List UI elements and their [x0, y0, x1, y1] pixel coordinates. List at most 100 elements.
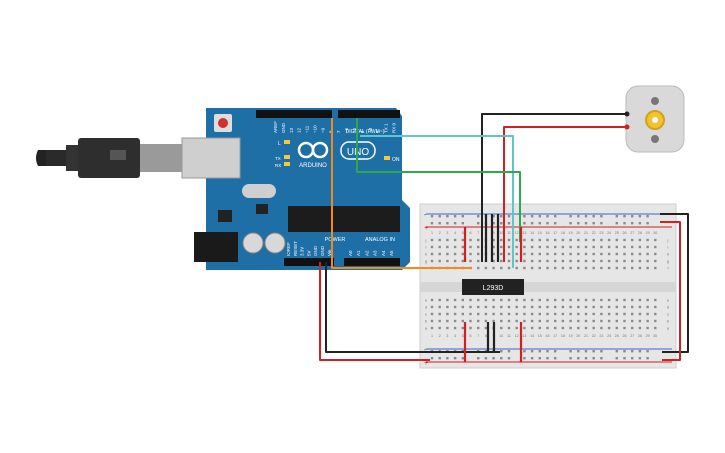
bb-rail-hole[interactable]	[600, 222, 603, 225]
bb-hole[interactable]	[461, 245, 464, 249]
bb-hole[interactable]	[584, 305, 588, 309]
bb-hole[interactable]	[577, 326, 580, 330]
bb-hole[interactable]	[546, 319, 549, 323]
bb-hole[interactable]	[477, 319, 480, 323]
bb-hole[interactable]	[584, 312, 588, 316]
bb-hole[interactable]	[623, 305, 626, 309]
bb-hole[interactable]	[438, 319, 441, 323]
bb-hole[interactable]	[646, 312, 649, 316]
bb-hole[interactable]	[577, 266, 580, 270]
bb-hole[interactable]	[638, 266, 642, 270]
bb-hole[interactable]	[554, 266, 557, 270]
bb-hole[interactable]	[577, 319, 580, 323]
bb-hole[interactable]	[546, 305, 549, 309]
bb-rail-hole[interactable]	[507, 222, 511, 225]
bb-hole[interactable]	[477, 245, 480, 249]
bb-hole[interactable]	[615, 326, 618, 330]
wire-gnd-black[interactable]	[325, 262, 500, 353]
bb-hole[interactable]	[577, 259, 580, 263]
bb-hole[interactable]	[523, 238, 526, 242]
bb-hole[interactable]	[623, 238, 626, 242]
bb-hole[interactable]	[584, 326, 588, 330]
wire-5v-red[interactable]	[319, 262, 430, 361]
bb-hole[interactable]	[600, 319, 603, 323]
bb-hole[interactable]	[600, 305, 603, 309]
bb-rail-hole[interactable]	[492, 222, 495, 225]
bb-hole[interactable]	[523, 252, 526, 256]
bb-hole[interactable]	[546, 266, 549, 270]
bb-hole[interactable]	[438, 238, 441, 242]
bb-hole[interactable]	[446, 305, 449, 309]
bb-hole[interactable]	[446, 245, 449, 249]
bb-hole[interactable]	[592, 252, 595, 256]
bb-hole[interactable]	[507, 245, 511, 249]
bb-rail-hole[interactable]	[615, 222, 618, 225]
bb-hole[interactable]	[584, 252, 588, 256]
bb-hole[interactable]	[654, 298, 657, 302]
bb-hole[interactable]	[592, 238, 595, 242]
bb-hole[interactable]	[561, 259, 565, 263]
bb-rail-hole[interactable]	[569, 350, 572, 353]
bb-hole[interactable]	[600, 259, 603, 263]
bb-hole[interactable]	[631, 266, 634, 270]
bb-hole[interactable]	[623, 298, 626, 302]
bb-hole[interactable]	[530, 252, 534, 256]
bb-hole[interactable]	[577, 252, 580, 256]
bb-hole[interactable]	[569, 326, 572, 330]
bb-hole[interactable]	[500, 266, 503, 270]
bb-rail-hole[interactable]	[623, 350, 626, 353]
bb-rail-hole[interactable]	[507, 215, 511, 218]
bb-hole[interactable]	[569, 312, 572, 316]
bb-hole[interactable]	[538, 245, 541, 249]
bb-hole[interactable]	[638, 259, 642, 263]
bb-rail-hole[interactable]	[438, 215, 441, 218]
bb-hole[interactable]	[554, 252, 557, 256]
bb-hole[interactable]	[607, 312, 611, 316]
bb-hole[interactable]	[646, 259, 649, 263]
bb-hole[interactable]	[530, 312, 534, 316]
bb-hole[interactable]	[523, 266, 526, 270]
bb-hole[interactable]	[515, 312, 518, 316]
bb-rail-hole[interactable]	[446, 357, 449, 360]
bb-hole[interactable]	[607, 238, 611, 242]
bb-hole[interactable]	[607, 245, 611, 249]
bb-hole[interactable]	[592, 298, 595, 302]
bb-hole[interactable]	[484, 326, 488, 330]
bb-hole[interactable]	[638, 312, 642, 316]
bb-hole[interactable]	[461, 238, 464, 242]
bb-rail-hole[interactable]	[592, 350, 595, 353]
bb-hole[interactable]	[461, 319, 464, 323]
bb-hole[interactable]	[507, 305, 511, 309]
bb-rail-hole[interactable]	[600, 215, 603, 218]
bb-hole[interactable]	[484, 266, 488, 270]
bb-hole[interactable]	[569, 266, 572, 270]
bb-hole[interactable]	[600, 238, 603, 242]
bb-hole[interactable]	[607, 252, 611, 256]
bb-hole[interactable]	[646, 238, 649, 242]
bb-hole[interactable]	[631, 252, 634, 256]
bb-hole[interactable]	[600, 298, 603, 302]
dc-motor[interactable]	[624, 85, 685, 153]
bb-hole[interactable]	[500, 298, 503, 302]
bb-hole[interactable]	[584, 266, 588, 270]
bb-hole[interactable]	[584, 259, 588, 263]
bb-hole[interactable]	[461, 298, 464, 302]
bb-rail-hole[interactable]	[577, 357, 580, 360]
bb-rail-hole[interactable]	[584, 215, 588, 218]
bb-hole[interactable]	[631, 326, 634, 330]
wire-right-red[interactable]	[660, 221, 681, 361]
bb-hole[interactable]	[577, 245, 580, 249]
bb-hole[interactable]	[631, 298, 634, 302]
bb-hole[interactable]	[538, 252, 541, 256]
bb-rail-hole[interactable]	[523, 222, 526, 225]
bb-hole[interactable]	[561, 238, 565, 242]
bb-hole[interactable]	[507, 319, 511, 323]
bb-hole[interactable]	[623, 326, 626, 330]
bb-hole[interactable]	[592, 266, 595, 270]
bb-hole[interactable]	[638, 245, 642, 249]
bb-hole[interactable]	[507, 238, 511, 242]
bb-hole[interactable]	[600, 266, 603, 270]
bb-rail-hole[interactable]	[530, 215, 534, 218]
bb-hole[interactable]	[530, 305, 534, 309]
bb-rail-hole[interactable]	[453, 215, 457, 218]
